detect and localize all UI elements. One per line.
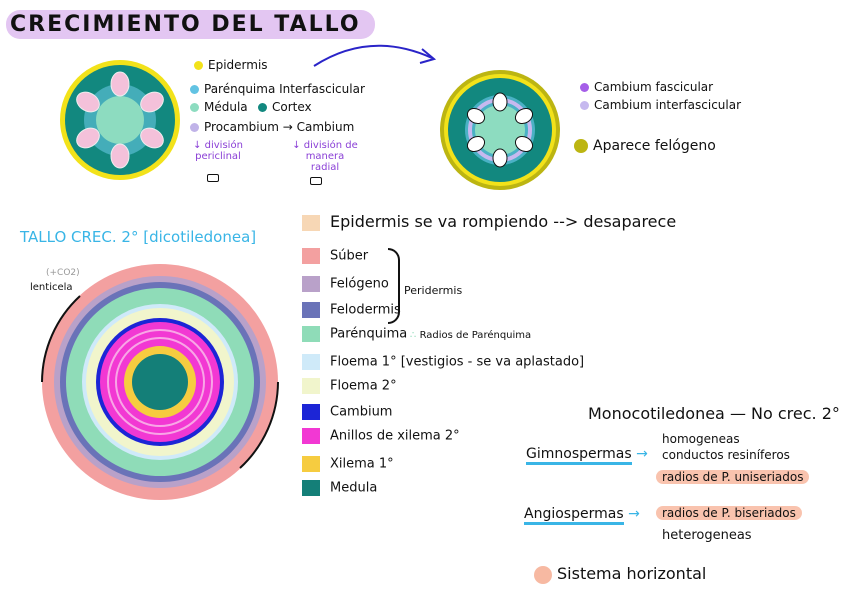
monocot-note: Monocotiledonea — No crec. 2° <box>588 404 840 423</box>
cell-periclinal-icon <box>207 174 219 182</box>
note-periclinal: ↓ división periclinal <box>193 140 243 162</box>
layer-epidermis: Epidermis se va rompiendo --> desaparece <box>302 212 676 231</box>
layer-cambium: Cambium <box>302 404 392 420</box>
angio-item-1-text: radios de P. biseriados <box>656 506 802 520</box>
felodermis-swatch <box>302 302 320 318</box>
co2-note: (+CO2) <box>46 268 80 278</box>
parenquima-dot <box>190 85 199 94</box>
layer-parenquima: Parénquima <box>302 326 407 342</box>
felogeno-dot <box>574 139 588 153</box>
section2-title: TALLO CREC. 2° [dicotiledonea] <box>20 228 256 246</box>
layer-label: Súber <box>330 248 369 264</box>
legend-label: Parénquima Interfascicular <box>204 82 365 96</box>
layer-label: Anillos de xilema 2° <box>330 428 460 444</box>
xilema2-swatch <box>302 428 320 444</box>
gimno-item-2: conductos resiníferos <box>662 448 790 462</box>
lenticela-label: lenticela <box>30 282 73 293</box>
layer-label: Cambium <box>330 404 393 420</box>
secondary-stem-diagram <box>41 264 279 500</box>
layer-label: Parénquima <box>330 326 408 342</box>
sistema-horizontal: Sistema horizontal <box>534 564 706 584</box>
layer-medula: Medula <box>302 480 377 496</box>
sistema-text: Sistema horizontal <box>557 564 707 583</box>
epidermis-swatch <box>302 214 320 231</box>
medula-swatch <box>302 480 320 496</box>
angio-item-2: heterogeneas <box>662 528 752 543</box>
cell-radial-icon <box>310 177 322 185</box>
felogeno-swatch <box>302 276 320 292</box>
layer-label: Floema 1° [vestigios - se va aplastado] <box>330 354 585 370</box>
cambium-swatch <box>302 404 320 420</box>
procambium-arrow: → Cambium <box>282 120 355 134</box>
legend-label: Cambium interfascicular <box>594 98 742 112</box>
primary-stem-diagram <box>60 60 180 180</box>
gimnospermas-text: Gimnospermas <box>526 446 632 465</box>
gimno-item-3-text: radios de P. uniseriados <box>656 470 810 484</box>
note-radial: ↓ división de manera radial <box>292 140 358 173</box>
layer-label: Floema 2° <box>330 378 397 394</box>
medula-dot <box>190 103 199 112</box>
cambium-interfascicular-dot <box>580 101 589 110</box>
legend-label: Aparece felógeno <box>593 138 716 154</box>
layer-xilema1: Xilema 1° <box>302 456 394 472</box>
legend-cortex: Cortex <box>258 100 312 114</box>
parenquima-swatch <box>302 326 320 342</box>
legend-label: Epidermis <box>208 58 268 72</box>
section2-title-text: TALLO CREC. 2° <box>20 228 139 246</box>
legend-cambium-interfascicular: Cambium interfascicular <box>580 98 741 112</box>
gimno-item-1: homogeneas <box>662 432 740 446</box>
layer-label: Epidermis se va rompiendo --> desaparece <box>330 212 677 231</box>
layer-felogeno: Felógeno <box>302 276 389 292</box>
legend-felogeno: Aparece felógeno <box>574 138 716 154</box>
epidermis-dot <box>194 61 203 70</box>
floema1-swatch <box>302 354 320 370</box>
radios-dots-icon: ∴ <box>410 330 417 341</box>
procambium-dot <box>190 123 199 132</box>
cortex-dot <box>258 103 267 112</box>
xilema1-swatch <box>302 456 320 472</box>
radios-text: Radios de Parénquima <box>419 330 532 341</box>
sistema-dot <box>534 565 552 584</box>
legend-label: Cambium fascicular <box>594 80 714 94</box>
layer-label: Medula <box>330 480 378 496</box>
layer-floema2: Floema 2° <box>302 378 397 394</box>
legend-label: Médula <box>204 100 248 114</box>
floema2-swatch <box>302 378 320 394</box>
legend-epidermis: Epidermis <box>194 58 268 72</box>
legend-parenquima: Parénquima Interfascicular <box>190 82 365 96</box>
layer-suber: Súber <box>302 248 368 264</box>
layer-label: Felógeno <box>330 276 389 292</box>
angiospermas-label: Angiospermas → <box>524 506 640 525</box>
angiospermas-text: Angiospermas <box>524 506 624 525</box>
gimnospermas-label: Gimnospermas → <box>526 446 648 465</box>
legend-label: Cortex <box>272 100 312 114</box>
suber-swatch <box>302 248 320 264</box>
cambium-fascicular-dot <box>580 83 589 92</box>
layer-felodermis: Felodermis <box>302 302 401 318</box>
radios-label: ∴ Radios de Parénquima <box>410 330 531 341</box>
peridermis-label: Peridermis <box>404 284 463 297</box>
legend-cambium-fascicular: Cambium fascicular <box>580 80 713 94</box>
transition-arrow-icon <box>313 44 437 67</box>
gimno-item-3: radios de P. uniseriados <box>656 470 810 484</box>
legend-procambium: Procambium → Cambium <box>190 120 354 134</box>
layer-xilema2: Anillos de xilema 2° <box>302 428 460 444</box>
page-title: CRECIMIENTO DEL TALLO <box>6 10 375 39</box>
peridermis-brace <box>388 248 400 324</box>
layer-label: Xilema 1° <box>330 456 394 472</box>
layer-label: Felodermis <box>330 302 401 318</box>
legend-medula: Médula <box>190 100 248 114</box>
section2-tag: [dicotiledonea] <box>143 228 257 246</box>
legend-label: Procambium <box>204 120 279 134</box>
transition-stem-diagram <box>440 70 560 190</box>
angio-item-1: radios de P. biseriados <box>656 506 802 520</box>
layer-floema1: Floema 1° [vestigios - se va aplastado] <box>302 354 584 370</box>
